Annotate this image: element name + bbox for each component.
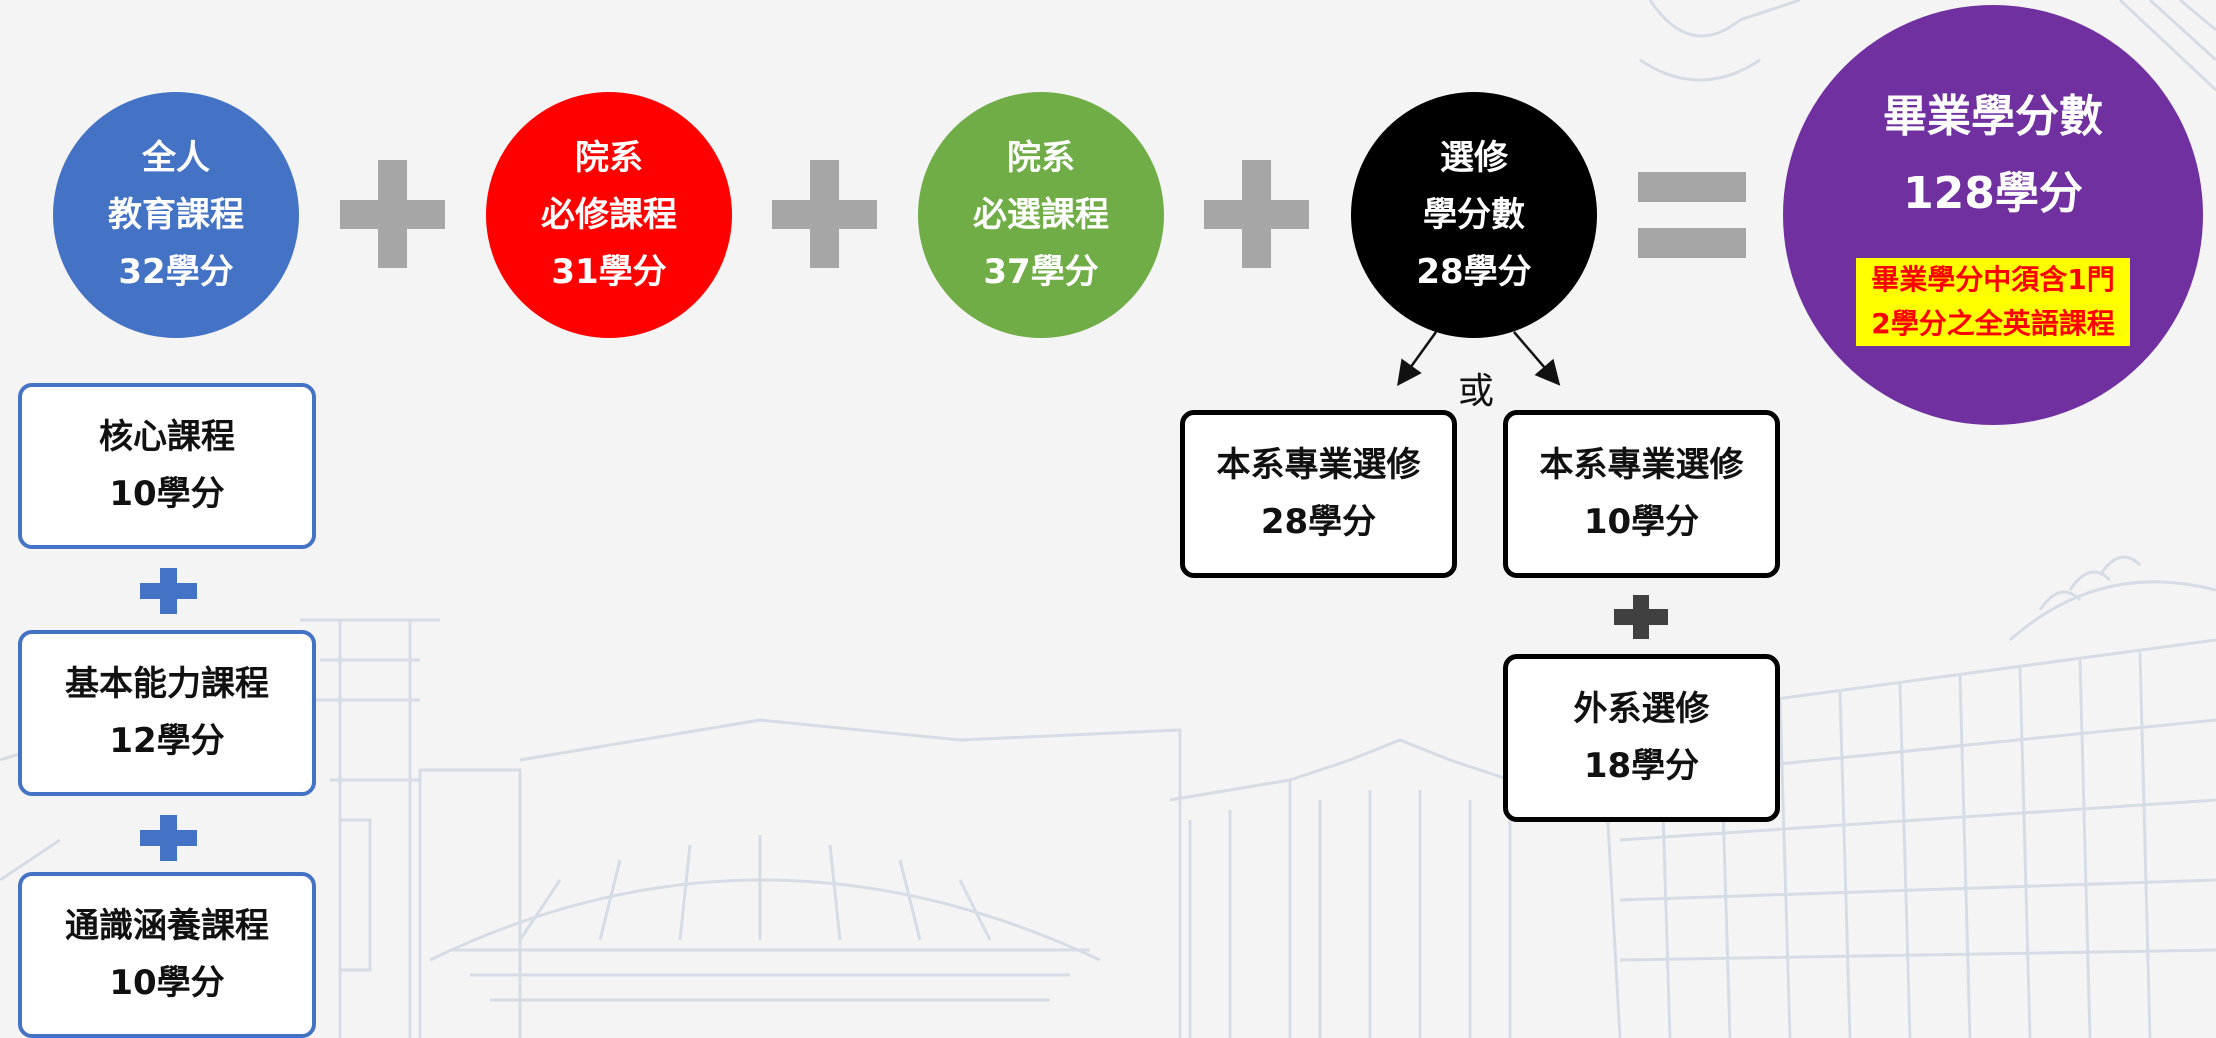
elective-circle: 選修 學分數 28學分 — [1351, 92, 1597, 338]
plus-icon — [140, 568, 197, 614]
dept-selected-circle: 院系 必選課程 37學分 — [918, 92, 1164, 338]
dept-elective-28-name: 本系專業選修 — [1216, 445, 1421, 485]
elective-line2: 學分數 — [1423, 194, 1525, 235]
dept-elective-28-box: 本系專業選修 28學分 — [1180, 410, 1457, 578]
elective-credits: 28學分 — [1416, 251, 1532, 292]
general-education-credits: 32學分 — [118, 251, 234, 292]
arrow-right — [1513, 331, 1561, 386]
or-label: 或 — [1458, 371, 1495, 412]
plus-icon — [140, 815, 197, 861]
dept-required-line2: 必修課程 — [541, 194, 677, 235]
general-education-line1: 全人 — [142, 137, 210, 178]
dept-elective-10-credits: 10學分 — [1583, 502, 1700, 542]
plus-icon — [340, 160, 445, 268]
dept-required-circle: 院系 必修課程 31學分 — [486, 92, 732, 338]
dept-elective-28-credits: 28學分 — [1260, 502, 1377, 542]
other-dept-elective-credits: 18學分 — [1583, 746, 1700, 786]
core-course-box: 核心課程 10學分 — [18, 383, 316, 549]
basic-skills-credits: 12學分 — [109, 721, 225, 761]
core-course-name: 核心課程 — [99, 417, 235, 457]
basic-skills-name: 基本能力課程 — [65, 664, 269, 704]
liberal-arts-credits: 10學分 — [109, 963, 225, 1003]
dept-required-line1: 院系 — [575, 137, 643, 178]
english-course-note-line1: 畢業學分中須含1門 — [1871, 263, 2115, 296]
liberal-arts-name: 通識涵養課程 — [65, 906, 269, 946]
other-dept-elective-box: 外系選修 18學分 — [1503, 654, 1780, 822]
general-education-circle: 全人 教育課程 32學分 — [53, 92, 299, 338]
graduation-total-credits: 128學分 — [1903, 168, 2083, 219]
liberal-arts-box: 通識涵養課程 10學分 — [18, 872, 316, 1038]
core-course-credits: 10學分 — [109, 474, 225, 514]
dept-selected-line1: 院系 — [1007, 137, 1075, 178]
english-course-note: 畢業學分中須含1門 2學分之全英語課程 — [1856, 258, 2130, 346]
plus-icon — [1204, 160, 1309, 268]
arrow-left — [1397, 331, 1438, 387]
dept-required-credits: 31學分 — [551, 251, 667, 292]
dept-elective-10-name: 本系專業選修 — [1539, 445, 1744, 485]
graduation-title: 畢業學分數 — [1883, 91, 2103, 142]
dept-elective-10-box: 本系專業選修 10學分 — [1503, 410, 1780, 578]
other-dept-elective-name: 外系選修 — [1573, 689, 1710, 729]
equals-icon — [1638, 172, 1746, 258]
english-course-note-line2: 2學分之全英語課程 — [1871, 307, 2115, 340]
plus-icon — [772, 160, 877, 268]
general-education-line2: 教育課程 — [108, 194, 244, 235]
elective-line1: 選修 — [1440, 137, 1508, 178]
dept-selected-credits: 37學分 — [983, 251, 1099, 292]
basic-skills-box: 基本能力課程 12學分 — [18, 630, 316, 796]
plus-icon — [1614, 595, 1668, 639]
dept-selected-line2: 必選課程 — [973, 194, 1109, 235]
graduation-credits-circle: 畢業學分數 128學分 畢業學分中須含1門 2學分之全英語課程 — [1783, 5, 2203, 425]
